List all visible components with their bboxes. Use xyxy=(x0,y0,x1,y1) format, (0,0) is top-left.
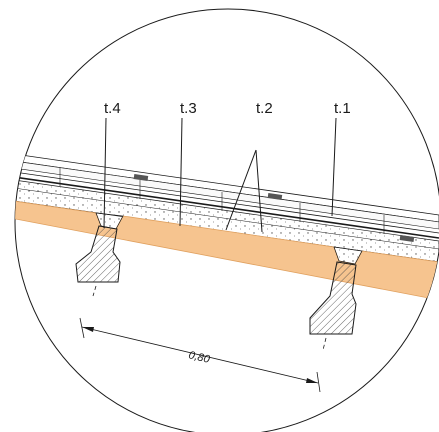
beam-right xyxy=(309,261,357,335)
label-t2: t.2 xyxy=(256,100,273,117)
label-t4: t.4 xyxy=(104,100,121,117)
dimension-label: 0,80 xyxy=(187,349,211,366)
beam-left xyxy=(75,225,121,283)
label-t3: t.3 xyxy=(180,100,197,117)
roof-tiles-layer xyxy=(15,151,439,263)
leader-lines xyxy=(103,117,337,233)
label-t1: t.1 xyxy=(334,100,351,117)
tile-batten xyxy=(399,235,415,242)
tile-batten xyxy=(267,193,283,200)
tile-batten xyxy=(133,174,149,181)
span-dimension xyxy=(79,317,321,393)
